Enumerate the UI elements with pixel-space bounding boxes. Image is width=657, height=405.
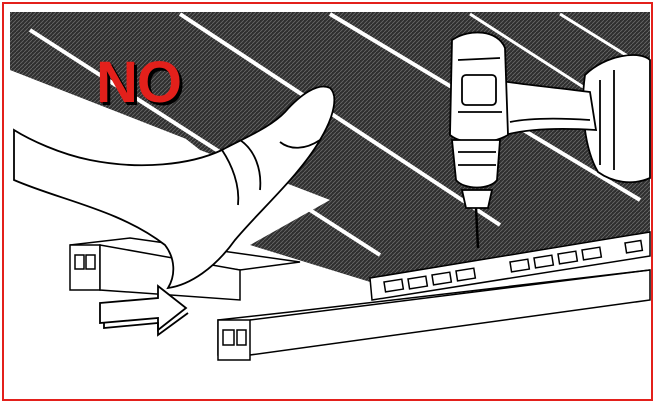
board-profile bbox=[369, 231, 651, 301]
cordless-drill-icon bbox=[449, 31, 651, 249]
warning-frame bbox=[2, 2, 653, 401]
hand-icon bbox=[13, 85, 336, 290]
warning-no-label: NO bbox=[96, 50, 182, 115]
push-arrow-icon bbox=[99, 284, 189, 337]
